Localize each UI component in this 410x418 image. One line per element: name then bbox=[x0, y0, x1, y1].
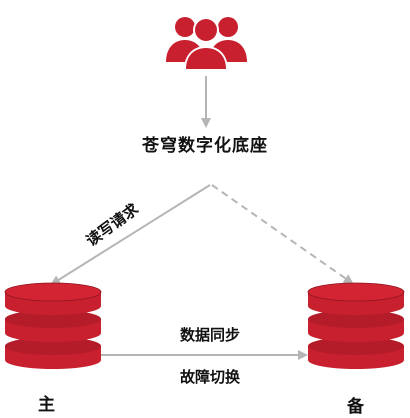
standby-database-icon bbox=[307, 282, 405, 369]
data-sync-label: 数据同步 bbox=[179, 326, 240, 344]
primary-database-icon bbox=[4, 282, 102, 369]
read-write-arrow bbox=[50, 184, 211, 286]
primary-label: 主 bbox=[38, 395, 55, 415]
failover-dashed-arrow bbox=[211, 184, 354, 285]
platform-label: 苍穹数字化底座 bbox=[142, 136, 268, 156]
users-group-icon bbox=[166, 17, 247, 70]
failover-label: 故障切换 bbox=[179, 368, 240, 386]
standby-label: 备 bbox=[347, 397, 364, 417]
